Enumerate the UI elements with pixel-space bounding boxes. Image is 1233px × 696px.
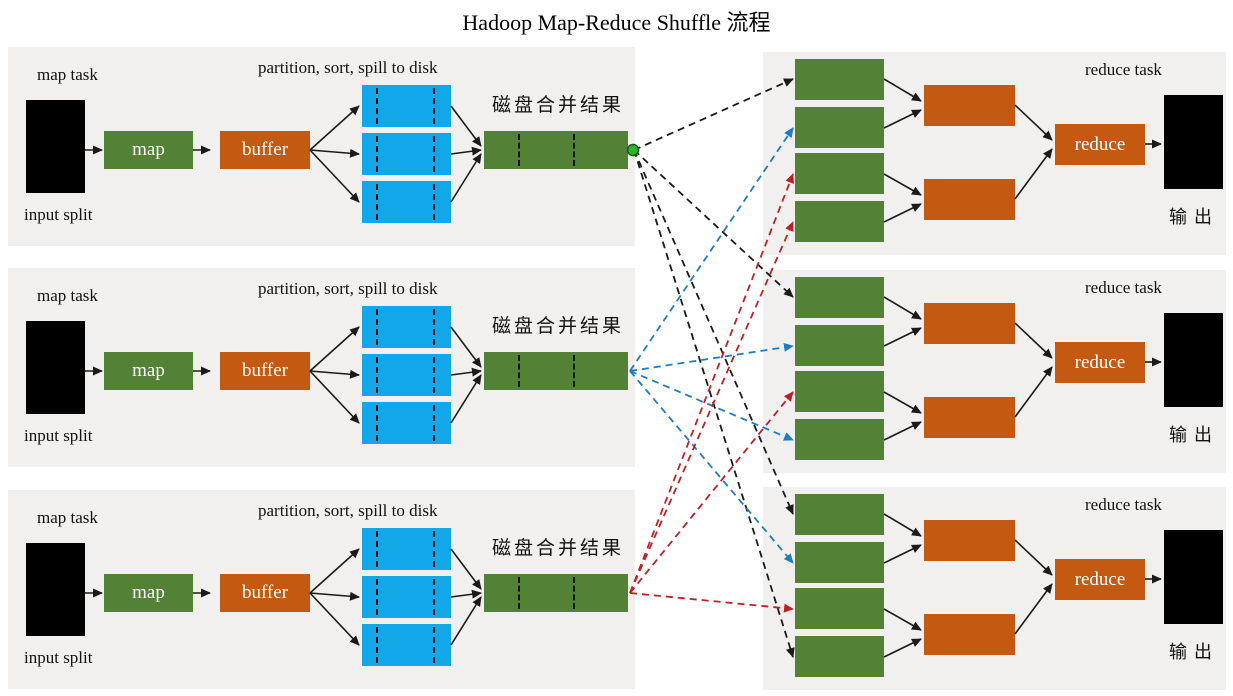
fetched-map-output bbox=[795, 419, 884, 460]
buffer-box: buffer bbox=[220, 352, 310, 390]
fetched-map-output bbox=[795, 588, 884, 629]
spill-file bbox=[362, 133, 451, 175]
reduce-task-label: reduce task bbox=[1085, 278, 1162, 297]
spill-file bbox=[362, 624, 451, 666]
disk-merge-result-label: 磁盘合并结果 bbox=[492, 316, 625, 337]
output-label: 输出 bbox=[1169, 642, 1219, 662]
output-label: 输出 bbox=[1169, 207, 1219, 227]
merged-spill-result bbox=[484, 352, 628, 390]
input-split-block bbox=[26, 543, 85, 636]
merged-spill-result bbox=[484, 574, 628, 612]
map-box: map bbox=[104, 574, 193, 612]
output-block bbox=[1164, 95, 1223, 189]
disk-merge-result-label: 磁盘合并结果 bbox=[492, 538, 625, 559]
reduce-task-label: reduce task bbox=[1085, 495, 1162, 514]
input-split-label: input split bbox=[24, 648, 93, 667]
fetched-map-output bbox=[795, 59, 884, 100]
map-box: map bbox=[104, 352, 193, 390]
disk-merge-result-label: 磁盘合并结果 bbox=[492, 95, 625, 116]
reduce-task-label: reduce task bbox=[1085, 60, 1162, 79]
map-task-panel-2: map task input split map buffer partitio… bbox=[8, 268, 635, 467]
merge-buffer bbox=[924, 397, 1015, 438]
merge-buffer bbox=[924, 179, 1015, 220]
fetched-map-output bbox=[795, 107, 884, 148]
fetched-map-output bbox=[795, 201, 884, 242]
reduce-task-panel-1: reduce task reduce 输出 bbox=[763, 52, 1226, 255]
reduce-box: reduce bbox=[1055, 124, 1145, 165]
partition-sort-spill-label: partition, sort, spill to disk bbox=[258, 279, 438, 298]
fetched-map-output bbox=[795, 325, 884, 366]
input-split-block bbox=[26, 100, 85, 193]
reduce-task-panel-3: reduce task reduce 输出 bbox=[763, 487, 1226, 690]
spill-file bbox=[362, 181, 451, 223]
buffer-box: buffer bbox=[220, 131, 310, 169]
merge-buffer bbox=[924, 520, 1015, 561]
output-block bbox=[1164, 313, 1223, 407]
map-box: map bbox=[104, 131, 193, 169]
partition-sort-spill-label: partition, sort, spill to disk bbox=[258, 501, 438, 520]
map-task-panel-1: map task input split map buffer partitio… bbox=[8, 47, 635, 246]
output-block bbox=[1164, 530, 1223, 624]
fetched-map-output bbox=[795, 277, 884, 318]
input-split-block bbox=[26, 321, 85, 414]
merge-buffer bbox=[924, 303, 1015, 344]
spill-file bbox=[362, 354, 451, 396]
spill-file bbox=[362, 528, 451, 570]
input-split-label: input split bbox=[24, 426, 93, 445]
map-task-label: map task bbox=[37, 286, 98, 305]
merged-spill-result bbox=[484, 131, 628, 169]
fetched-map-output bbox=[795, 636, 884, 677]
spill-file bbox=[362, 576, 451, 618]
buffer-box: buffer bbox=[220, 574, 310, 612]
map-task-label: map task bbox=[37, 508, 98, 527]
output-label: 输出 bbox=[1169, 425, 1219, 445]
reduce-box: reduce bbox=[1055, 559, 1145, 600]
spill-file bbox=[362, 85, 451, 127]
page-title: Hadoop Map-Reduce Shuffle 流程 bbox=[462, 10, 771, 35]
merge-buffer bbox=[924, 85, 1015, 126]
map-task-panel-3: map task input split map buffer partitio… bbox=[8, 490, 635, 689]
fetched-map-output bbox=[795, 542, 884, 583]
fetched-map-output bbox=[795, 494, 884, 535]
reduce-task-panel-2: reduce task reduce 输出 bbox=[763, 270, 1226, 473]
spill-file bbox=[362, 306, 451, 348]
map-task-label: map task bbox=[37, 65, 98, 84]
merge-buffer bbox=[924, 614, 1015, 655]
reduce-box: reduce bbox=[1055, 342, 1145, 383]
partition-sort-spill-label: partition, sort, spill to disk bbox=[258, 58, 438, 77]
input-split-label: input split bbox=[24, 205, 93, 224]
fetched-map-output bbox=[795, 153, 884, 194]
spill-file bbox=[362, 402, 451, 444]
fetched-map-output bbox=[795, 371, 884, 412]
